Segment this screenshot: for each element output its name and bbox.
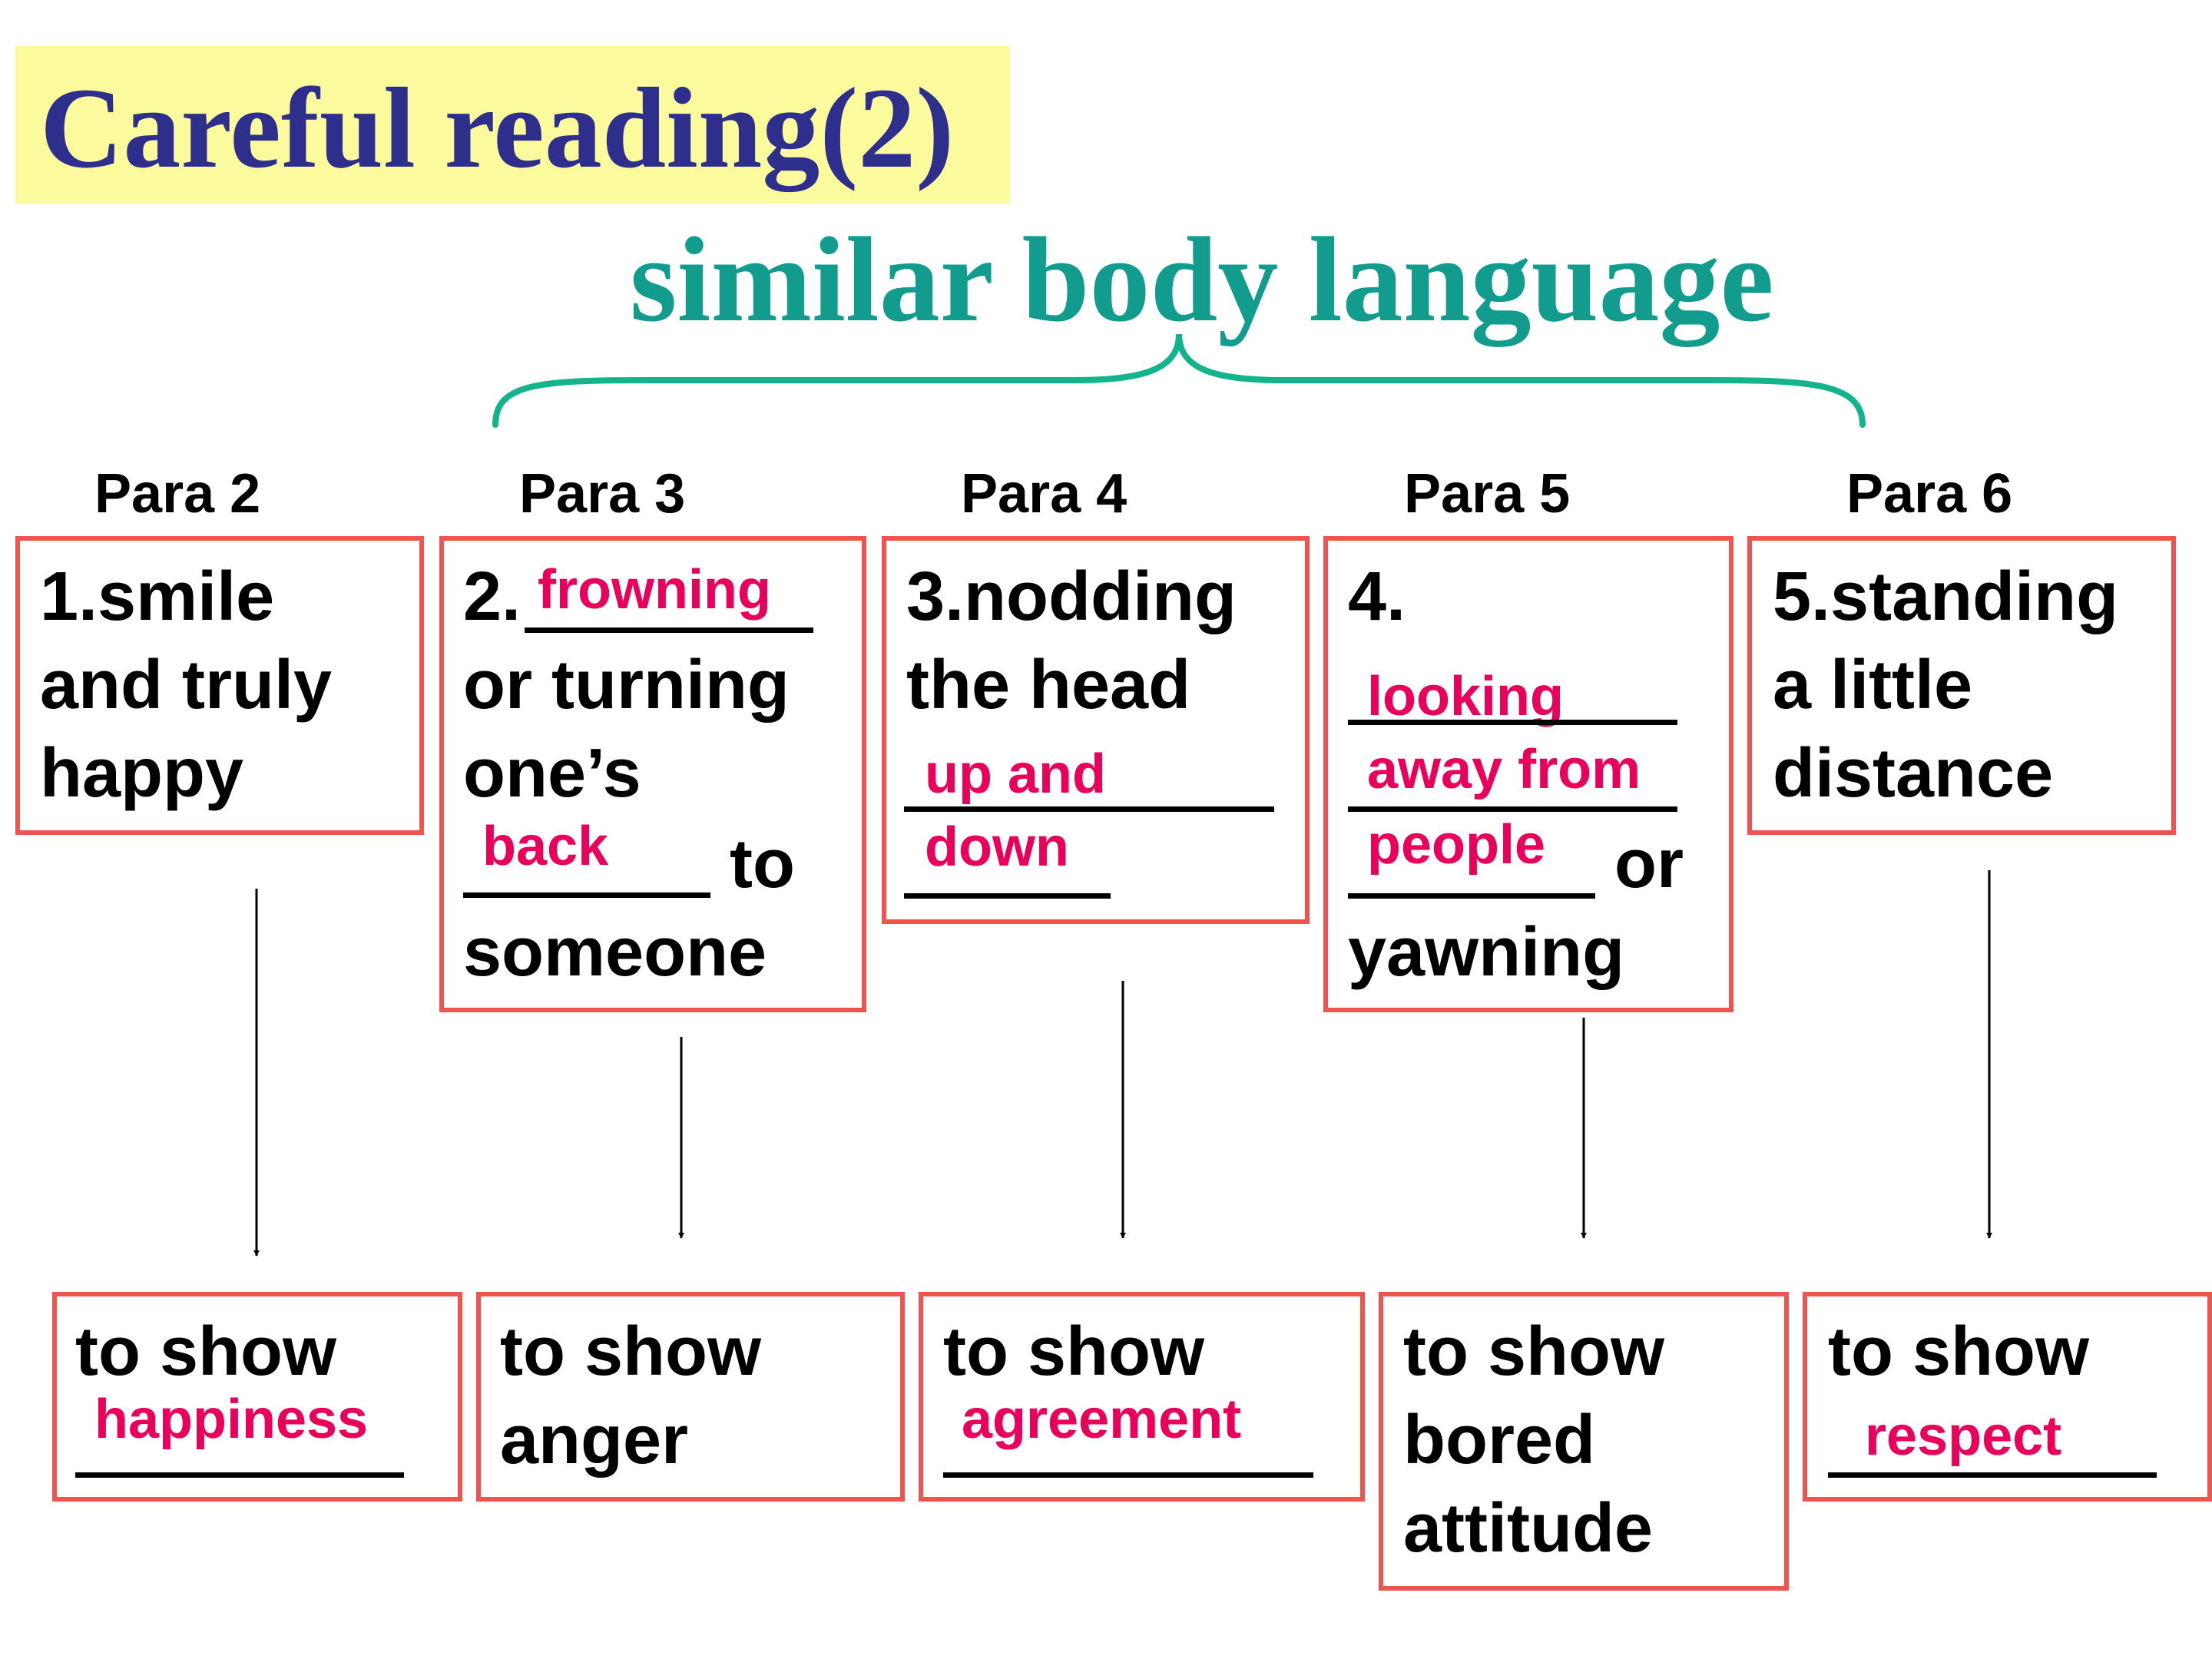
box4-line4: or [1614,826,1684,902]
blank-line [943,1472,1313,1478]
box2-line5: someone [463,914,767,991]
box3-line2: the head [906,647,1191,724]
box1-line3: happy [40,735,244,812]
answer-down: down [925,816,1069,878]
body-language-box-4 [1323,536,1734,1012]
curly-brace [492,333,1866,428]
meaning2-line2: anger [500,1402,689,1479]
blank-line [1348,720,1677,725]
box2-line3: one’s [463,735,641,812]
body-language-box-3 [882,536,1310,924]
box2-line2: or turning [463,647,790,724]
blank-line [904,893,1111,899]
meaning1-line1: to show [75,1313,336,1390]
meaning-box-3 [919,1292,1365,1502]
meaning5-line1: to show [1828,1313,2089,1390]
page-title: Careful reading(2) [40,65,955,192]
para-label-2: Para 2 [94,463,261,525]
body-language-box-5 [1747,536,2176,835]
answer-people: people [1367,814,1546,876]
diagram-heading: similar body language [630,213,1774,347]
para-label-3: Para 3 [519,463,686,525]
meaning3-line1: to show [943,1313,1204,1390]
box1-line2: and truly [40,647,333,724]
meaning-box-1 [52,1292,462,1502]
title-highlight [15,46,1010,204]
blank-line [463,892,710,898]
meaning4-line1: to show [1403,1313,1664,1390]
body-language-box-1 [15,536,424,835]
body-language-box-2 [439,536,866,1012]
answer-away-from: away from [1367,739,1641,800]
meaning-box-5 [1803,1292,2212,1502]
box5-line3: distance [1773,735,2054,812]
para-label-6: Para 6 [1846,463,2013,525]
box4-line1: 4. [1348,558,1406,635]
box5-line1: 5.standing [1773,558,2119,635]
answer-agreement: agreement [962,1389,1242,1450]
meaning4-line2: bored [1403,1402,1596,1479]
blank-line [1348,806,1677,812]
answer-respect: respect [1865,1406,2062,1467]
blank-line [525,628,813,633]
answer-up-and: up and [925,743,1106,805]
meaning4-line3: attitude [1403,1490,1653,1567]
para-label-4: Para 4 [961,463,1128,525]
blank-line [904,806,1274,812]
answer-happiness: happiness [94,1389,369,1450]
box5-line2: a little [1773,647,1973,724]
box4-line5: yawning [1348,914,1625,991]
blank-line [75,1472,404,1478]
answer-looking: looking [1367,666,1564,727]
para-label-5: Para 5 [1404,463,1571,525]
meaning-box-2 [476,1292,905,1502]
answer-back: back [482,816,609,877]
box2-line1: 2. [463,558,522,635]
box3-line1: 3.nodding [906,558,1237,635]
meaning2-line1: to show [500,1313,761,1390]
blank-line [1828,1472,2157,1478]
box1-line1: 1.smile [40,558,275,635]
meaning-box-4 [1379,1292,1789,1591]
box2-line4: to [730,826,795,902]
blank-line [1348,893,1595,899]
answer-frowning: frowning [538,559,771,621]
